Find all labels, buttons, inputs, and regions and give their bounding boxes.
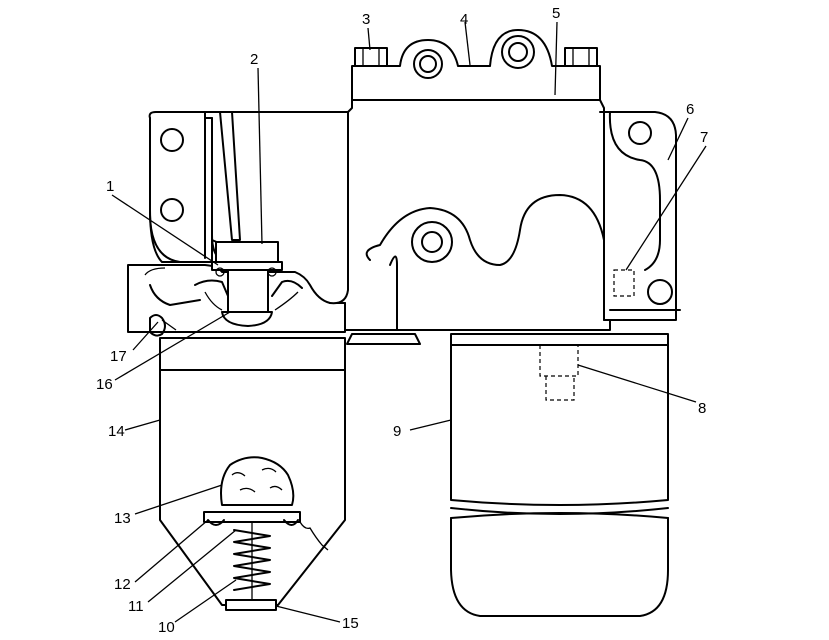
- bleed-screw: [194, 111, 303, 327]
- callout-15: 15: [342, 615, 359, 632]
- callout-4: 4: [460, 11, 468, 28]
- callout-9: 9: [393, 423, 401, 440]
- callout-labels: 3 4 5 2 6 7 1 17 16 14 9 8 13 12 11 10 1…: [96, 5, 708, 636]
- water-separator-bowl: [159, 333, 421, 611]
- callout-11: 11: [128, 598, 144, 615]
- callout-17: 17: [110, 348, 127, 365]
- mounting-bracket-left: [148, 111, 349, 263]
- leader-lines: [111, 21, 707, 623]
- callout-6: 6: [686, 101, 694, 118]
- main-head-block: [329, 29, 681, 331]
- callout-5: 5: [552, 5, 560, 22]
- callout-10: 10: [158, 619, 175, 636]
- callout-16: 16: [96, 376, 113, 393]
- fuel-filter-canister: [450, 333, 669, 617]
- callout-13: 13: [114, 510, 131, 527]
- callout-2: 2: [250, 51, 258, 68]
- callout-7: 7: [700, 129, 708, 146]
- spring: [233, 522, 271, 600]
- callout-8: 8: [698, 400, 706, 417]
- callout-12: 12: [114, 576, 131, 593]
- callout-1: 1: [106, 178, 114, 195]
- callout-3: 3: [362, 11, 370, 28]
- callout-14: 14: [108, 423, 125, 440]
- o-ring-seal: [149, 314, 177, 337]
